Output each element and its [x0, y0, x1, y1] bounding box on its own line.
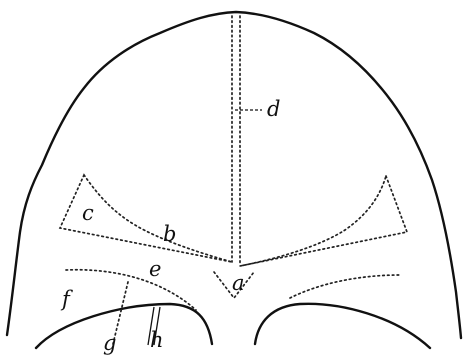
label-a: a: [232, 271, 245, 295]
label-g: g: [103, 331, 116, 355]
arc-right: [290, 275, 400, 298]
label-f: f: [60, 287, 73, 311]
right-lower-lobe: [255, 304, 430, 348]
right-triangle-region: [240, 176, 407, 266]
label-h: h: [150, 328, 164, 352]
label-e: e: [149, 257, 161, 281]
label-d: d: [267, 97, 280, 121]
label-c: c: [82, 201, 94, 225]
label-b: b: [163, 222, 176, 246]
